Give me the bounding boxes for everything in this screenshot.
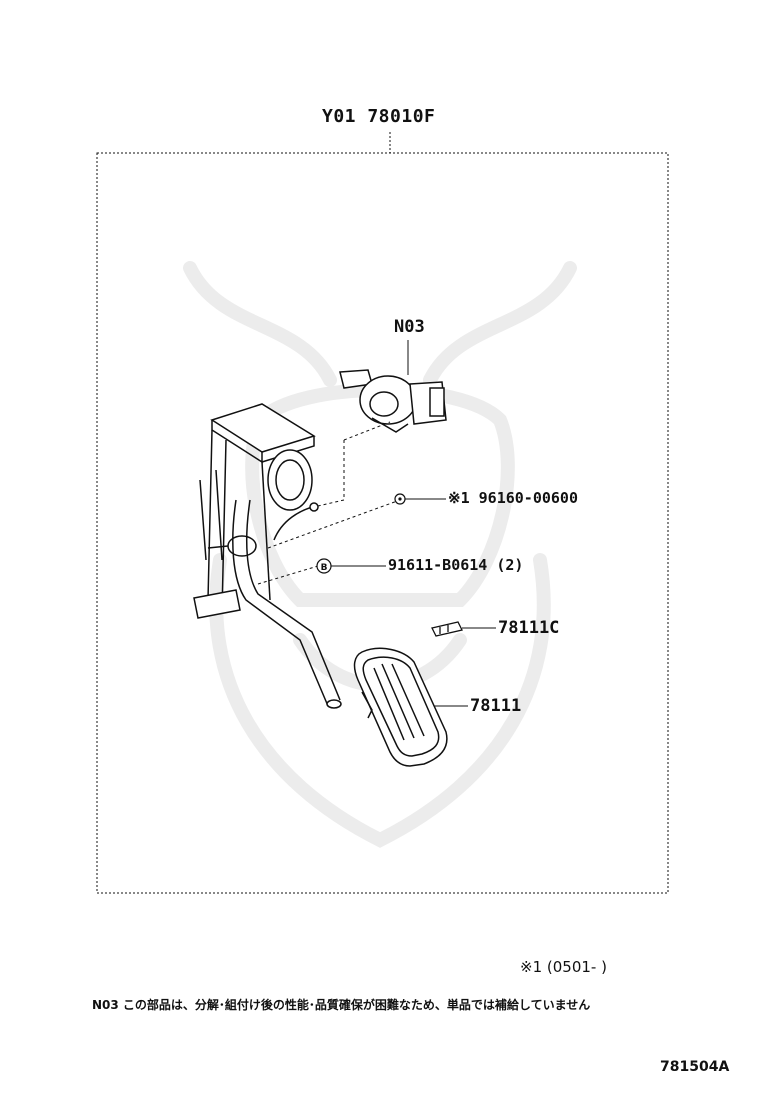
washer-marker (394, 493, 406, 505)
bolt-b-marker: B (316, 558, 332, 574)
footnote-date-range: ※1 (0501- ) (520, 958, 607, 976)
clip-78111c-drawing (431, 621, 463, 637)
diagram-code: 781504A (660, 1059, 730, 1075)
n03-supply-note: N03 この部品は、分解･組付け後の性能･品質確保が困難なため、単品では補給して… (92, 998, 591, 1012)
leader-lines (257, 421, 496, 707)
part-label-78111c: 78111C (498, 618, 560, 638)
part-label-n03: N03 (394, 317, 425, 337)
n03-sensor-drawing (339, 340, 447, 433)
assembly-code-label: Y01 78010F (322, 106, 436, 127)
assembly-frame (96, 152, 669, 894)
part-label-78111: 78111 (470, 696, 522, 716)
b-marker-letter: B (321, 563, 328, 573)
part-label-91611-b0614: 91611-B0614 (2) (388, 556, 524, 574)
part-label-96160-00600: ※1 96160-00600 (448, 489, 578, 507)
pedal-arm-drawing (193, 403, 342, 709)
pedal-pad-78111-drawing (353, 647, 448, 767)
